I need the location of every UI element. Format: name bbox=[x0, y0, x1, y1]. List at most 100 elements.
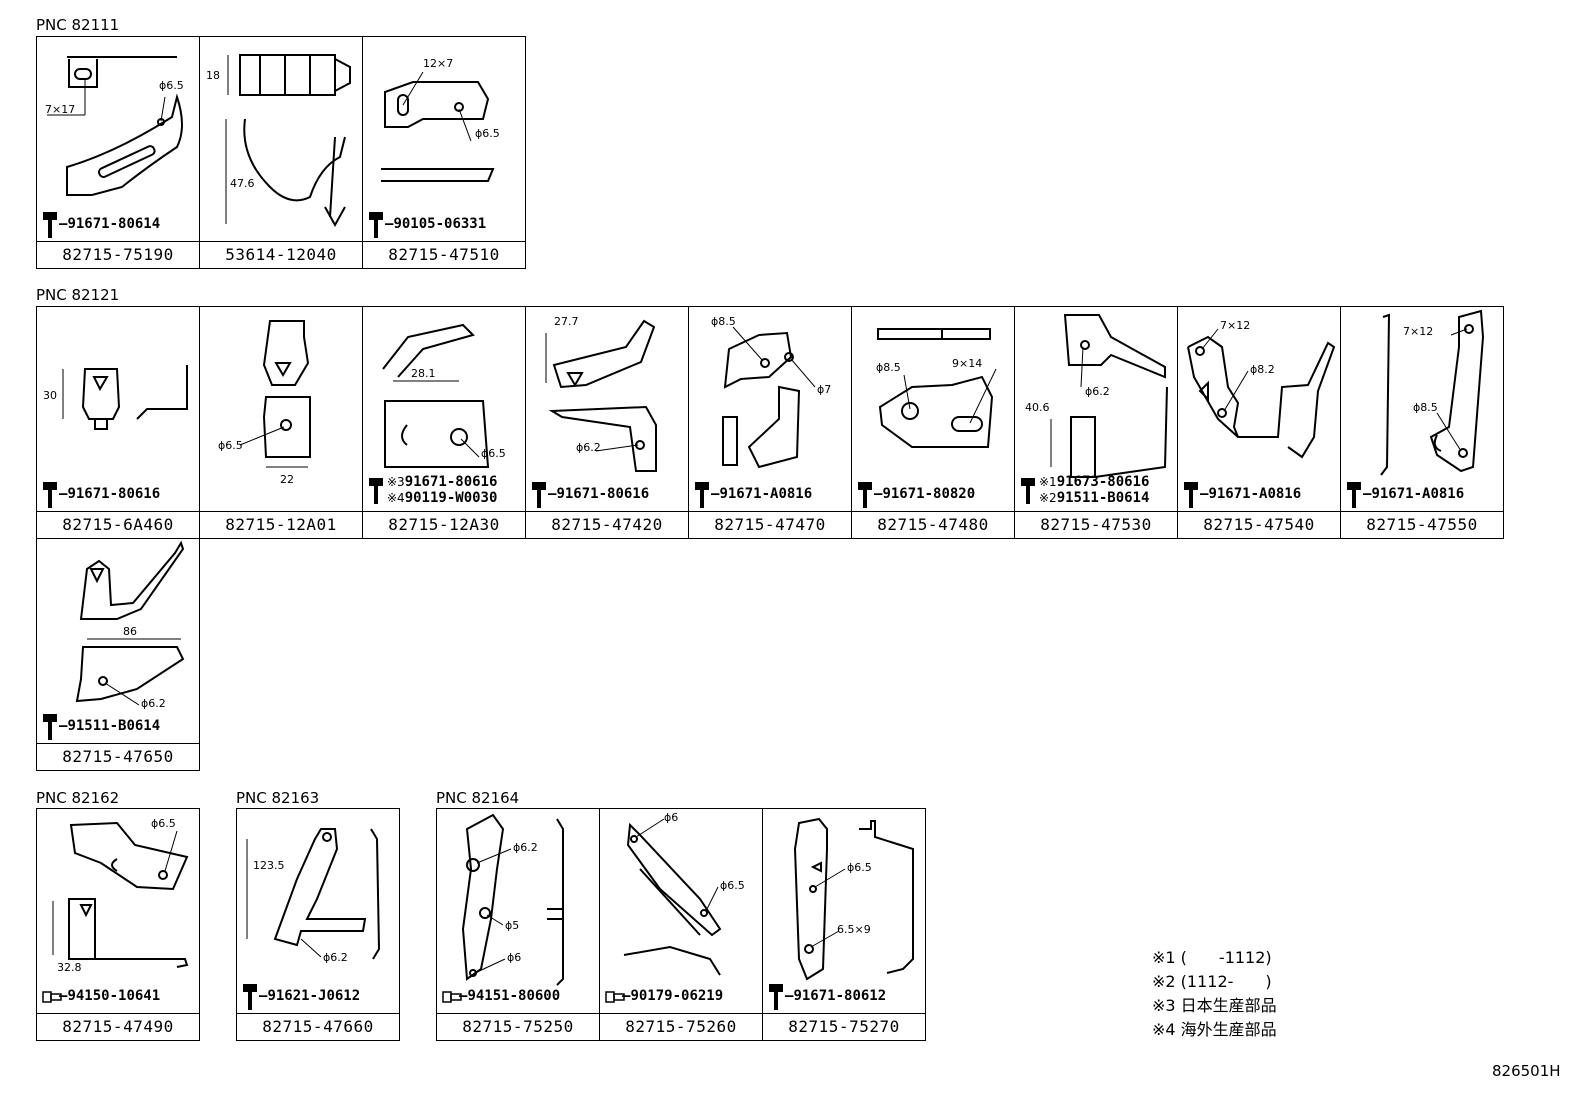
dim-label: ϕ5 bbox=[505, 919, 519, 932]
part-number[interactable]: 82715-47530 bbox=[1015, 511, 1177, 538]
part-number[interactable]: 82715-47660 bbox=[237, 1013, 399, 1040]
hardware-bolt[interactable]: —91671-A0816 bbox=[693, 480, 812, 510]
part-cell-82715-12A30[interactable]: 28.1 ϕ6.5 ※391671-80616 ※490119-W0030 82… bbox=[362, 306, 526, 539]
part-drawing: ϕ6.5 6.5×9 bbox=[793, 817, 914, 981]
pnc-label-82162: PNC 82162 bbox=[36, 789, 120, 807]
dim-label: 27.7 bbox=[554, 315, 579, 328]
footnote: ※1 ( -1112) bbox=[1152, 948, 1272, 967]
hardware-bolt[interactable]: —91671-A0816 bbox=[1345, 480, 1464, 510]
dim-label: ϕ6.5 bbox=[847, 861, 872, 874]
bolt-icon bbox=[532, 482, 546, 508]
dim-label: 9×14 bbox=[952, 357, 982, 370]
hardware-number: —94151-80600 bbox=[459, 988, 561, 1004]
hardware-bolt[interactable]: ※191673-80616 ※291511-B0614 bbox=[1019, 474, 1149, 510]
bolt-icon bbox=[43, 714, 57, 740]
hardware-bolt[interactable]: —91671-A0816 bbox=[1182, 480, 1301, 510]
hardware-nut[interactable]: —90179-06219 bbox=[604, 982, 723, 1012]
part-cell-82715-47420[interactable]: 27.7 ϕ6.2 —91671-80616 82715-47420 bbox=[525, 306, 689, 539]
part-number[interactable]: 82715-47540 bbox=[1178, 511, 1340, 538]
part-number[interactable]: 82715-47420 bbox=[526, 511, 688, 538]
dim-label: ϕ6.2 bbox=[141, 697, 166, 710]
part-number[interactable]: 82715-75260 bbox=[600, 1013, 762, 1040]
nut-icon bbox=[442, 991, 462, 1003]
hardware-bolt[interactable]: —91671-80616 bbox=[41, 480, 160, 510]
part-cell-82715-47530[interactable]: ϕ6.2 40.6 ※191673-80616 ※291511-B0614 82… bbox=[1014, 306, 1178, 539]
part-cell-82715-6A460[interactable]: 30 —91671-80616 82715-6A460 bbox=[36, 306, 200, 539]
part-cell-53614-12040[interactable]: 18 47.6 53614-12040 bbox=[199, 36, 363, 269]
hardware-bolt[interactable]: —91671-80820 bbox=[856, 480, 975, 510]
hardware-number: —91671-80616 bbox=[548, 486, 650, 502]
part-number[interactable]: 82715-47480 bbox=[852, 511, 1014, 538]
footnotes: ※1 ( -1112) ※2 (1112- ) ※3 日本生産部品 ※4 海外生… bbox=[1152, 946, 1277, 1042]
hardware-nut[interactable]: —94151-80600 bbox=[441, 982, 560, 1012]
hardware-bolt[interactable]: —91511-B0614 bbox=[41, 712, 160, 742]
pnc-label-82121: PNC 82121 bbox=[36, 286, 120, 304]
dim-label: 6.5×9 bbox=[837, 923, 871, 936]
part-number[interactable]: 82715-75250 bbox=[437, 1013, 599, 1040]
bolt-icon bbox=[369, 478, 383, 504]
hardware-bolt[interactable]: —91621-J0612 bbox=[241, 982, 360, 1012]
dim-label: ϕ6.2 bbox=[513, 841, 538, 854]
part-number[interactable]: 82715-12A30 bbox=[363, 511, 525, 538]
part-drawing: ϕ6.2 ϕ5 ϕ6 bbox=[461, 813, 564, 986]
dim-label: ϕ6.2 bbox=[576, 441, 601, 454]
part-drawing: ϕ6.2 40.6 bbox=[1025, 314, 1168, 478]
dim-label: 86 bbox=[123, 625, 137, 638]
hardware-number: —91671-A0816 bbox=[1363, 486, 1465, 502]
dim-label: 18 bbox=[206, 69, 220, 82]
part-number[interactable]: 82715-75190 bbox=[37, 241, 199, 268]
part-number[interactable]: 82715-47550 bbox=[1341, 511, 1503, 538]
bolt-icon bbox=[1184, 482, 1198, 508]
part-cell-82715-75250[interactable]: ϕ6.2 ϕ5 ϕ6 —94151-80600 82715-75250 bbox=[436, 808, 600, 1041]
part-number[interactable]: 82715-75270 bbox=[763, 1013, 925, 1040]
hardware-number: —91671-80614 bbox=[59, 216, 161, 232]
part-number[interactable]: 53614-12040 bbox=[200, 241, 362, 268]
part-cell-82715-47490[interactable]: ϕ6.5 32.8 —94150-10641 82715-47490 bbox=[36, 808, 200, 1041]
part-number[interactable]: 82715-47490 bbox=[37, 1013, 199, 1040]
pnc-label-82111: PNC 82111 bbox=[36, 16, 120, 34]
part-number[interactable]: 82715-47650 bbox=[37, 743, 199, 770]
hardware-bolt[interactable]: —91671-80616 bbox=[530, 480, 649, 510]
hardware-number: —94150-10641 bbox=[59, 988, 161, 1004]
part-cell-82715-47650[interactable]: 86 ϕ6.2 —91511-B0614 82715-47650 bbox=[36, 538, 200, 771]
part-drawing: ϕ6.5 22 bbox=[218, 320, 311, 486]
hardware-number: —91671-80616 bbox=[59, 486, 161, 502]
footnote: ※3 日本生産部品 bbox=[1152, 996, 1277, 1015]
part-number[interactable]: 82715-12A01 bbox=[200, 511, 362, 538]
part-cell-82715-75190[interactable]: 7×17 ϕ6.5 —91671-80614 82715-75190 bbox=[36, 36, 200, 269]
hardware-bolt[interactable]: —91671-80612 bbox=[767, 982, 886, 1012]
part-cell-82715-12A01[interactable]: ϕ6.5 22 82715-12A01 bbox=[199, 306, 363, 539]
dim-label: 7×12 bbox=[1220, 319, 1250, 332]
dim-label: ϕ6 bbox=[664, 811, 678, 824]
hardware-nut[interactable]: —94150-10641 bbox=[41, 982, 160, 1012]
dim-label: ϕ7 bbox=[817, 383, 831, 396]
hardware-number: —90179-06219 bbox=[622, 988, 724, 1004]
part-cell-82715-47550[interactable]: 7×12 ϕ8.5 —91671-A0816 82715-47550 bbox=[1340, 306, 1504, 539]
dim-label: ϕ6.5 bbox=[218, 439, 243, 452]
part-cell-82715-47510[interactable]: 12×7 ϕ6.5 —90105-06331 82715-47510 bbox=[362, 36, 526, 269]
hardware-number: —91511-B0614 bbox=[59, 718, 161, 734]
bolt-icon bbox=[369, 212, 383, 238]
part-number[interactable]: 82715-6A460 bbox=[37, 511, 199, 538]
part-drawing: 18 47.6 bbox=[206, 54, 351, 228]
part-number[interactable]: 82715-47470 bbox=[689, 511, 851, 538]
part-drawing: 7×12 ϕ8.5 bbox=[1380, 309, 1485, 476]
hardware-bolt[interactable]: ※391671-80616 ※490119-W0030 bbox=[367, 474, 497, 510]
hardware-number: —91671-80820 bbox=[874, 486, 976, 502]
hardware-bolt[interactable]: —90105-06331 bbox=[367, 210, 486, 240]
hardware-bolt[interactable]: —91671-80614 bbox=[41, 210, 160, 240]
part-cell-82715-47540[interactable]: 7×12 ϕ8.2 —91671-A0816 82715-47540 bbox=[1177, 306, 1341, 539]
pnc-label-82163: PNC 82163 bbox=[236, 789, 320, 807]
part-cell-82715-47480[interactable]: ϕ8.5 9×14 —91671-80820 82715-47480 bbox=[851, 306, 1015, 539]
bolt-icon bbox=[858, 482, 872, 508]
bolt-icon bbox=[1347, 482, 1361, 508]
part-cell-82715-47470[interactable]: ϕ8.5 ϕ7 —91671-A0816 82715-47470 bbox=[688, 306, 852, 539]
part-drawing: 86 ϕ6.2 bbox=[75, 540, 185, 710]
part-cell-82715-47660[interactable]: 123.5 ϕ6.2 —91621-J0612 82715-47660 bbox=[236, 808, 400, 1041]
part-number[interactable]: 82715-47510 bbox=[363, 241, 525, 268]
hardware-number: —91621-J0612 bbox=[259, 988, 361, 1004]
dim-label: ϕ8.5 bbox=[711, 315, 736, 328]
hardware-number: —91671-80612 bbox=[785, 988, 887, 1004]
part-cell-82715-75270[interactable]: ϕ6.5 6.5×9 —91671-80612 82715-75270 bbox=[762, 808, 926, 1041]
part-cell-82715-75260[interactable]: ϕ6 ϕ6.5 —90179-06219 82715-75260 bbox=[599, 808, 763, 1041]
